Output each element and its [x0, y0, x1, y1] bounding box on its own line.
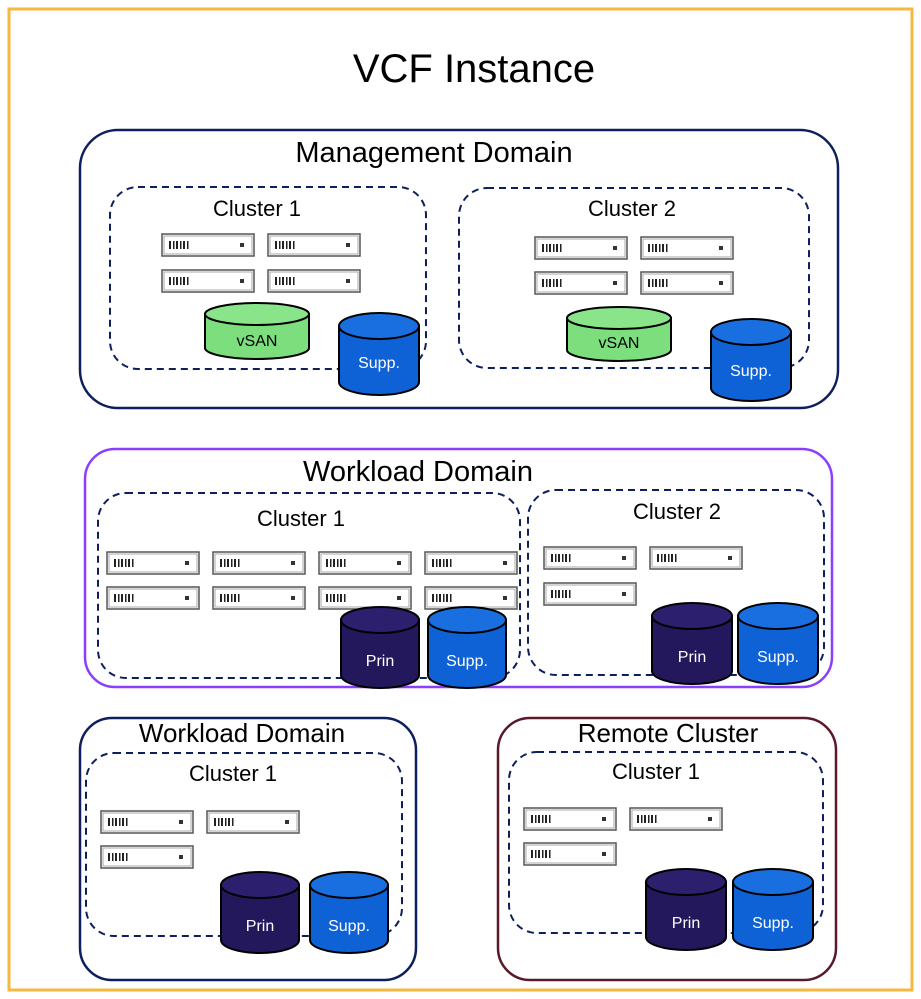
workload-2-cluster-1: Cluster 1 Prin Supp. [85, 752, 403, 954]
server-icon [106, 551, 200, 575]
cluster-title: Cluster 1 [189, 761, 277, 786]
server-icon [649, 546, 743, 570]
cluster-title: Cluster 1 [612, 759, 700, 784]
prin-label: Prin [678, 649, 706, 666]
supp-label: Supp. [446, 653, 488, 670]
cluster-title: Cluster 1 [213, 196, 301, 221]
vsan-datastore-icon: vSAN [204, 302, 310, 360]
principal-datastore-icon: Prin [220, 871, 300, 954]
workload-cluster-1: Cluster 1 Prin Supp. [97, 492, 521, 689]
server-icon [629, 807, 723, 831]
cluster-boundary [97, 492, 521, 679]
management-cluster-1: Cluster 1 vSAN Supp. [109, 186, 427, 396]
supplemental-datastore-icon: Supp. [710, 318, 792, 402]
server-icon [206, 810, 300, 834]
remote-cluster-title: Remote Cluster [578, 718, 759, 748]
server-icon [212, 551, 306, 575]
workload-cluster-2: Cluster 2 Prin Supp. [527, 489, 825, 685]
supp-label: Supp. [730, 363, 772, 380]
workload-domain-secondary: Workload Domain Cluster 1 Prin Supp. [78, 716, 418, 982]
supp-label: Supp. [757, 649, 799, 666]
server-icon [267, 233, 361, 257]
prin-label: Prin [672, 915, 700, 932]
supp-label: Supp. [328, 918, 370, 935]
server-icon [543, 546, 637, 570]
cluster-boundary [109, 186, 427, 370]
principal-datastore-icon: Prin [340, 606, 420, 689]
cluster-boundary [458, 187, 810, 369]
supplemental-datastore-icon: Supp. [737, 602, 819, 685]
supplemental-datastore-icon: Supp. [427, 606, 507, 689]
workload-domain-primary: Workload Domain Cluster 1 Prin Supp. [83, 447, 834, 689]
vsan-label: vSAN [237, 333, 278, 350]
remote-cluster-1: Cluster 1 Prin Supp. [508, 751, 824, 951]
server-icon [267, 269, 361, 293]
vsan-label: vSAN [599, 335, 640, 352]
server-icon [534, 236, 628, 260]
supplemental-datastore-icon: Supp. [732, 868, 814, 951]
server-icon [424, 551, 518, 575]
workload-domain-border [78, 716, 418, 982]
server-icon [161, 233, 255, 257]
management-cluster-2: Cluster 2 vSAN Supp. [458, 187, 810, 402]
server-icon [212, 586, 306, 610]
prin-label: Prin [246, 918, 274, 935]
server-icon [318, 586, 412, 610]
server-icon [523, 842, 617, 866]
server-icon [523, 807, 617, 831]
principal-datastore-icon: Prin [651, 602, 733, 685]
workload-domain-title: Workload Domain [303, 456, 533, 488]
workload-domain-title: Workload Domain [139, 718, 345, 748]
principal-datastore-icon: Prin [645, 868, 727, 951]
cluster-boundary [508, 751, 824, 934]
server-icon [106, 586, 200, 610]
server-icon [161, 269, 255, 293]
supp-label: Supp. [358, 355, 400, 372]
prin-label: Prin [366, 653, 394, 670]
supp-label: Supp. [752, 915, 794, 932]
server-icon [640, 271, 734, 295]
server-icon [424, 586, 518, 610]
supplemental-datastore-icon: Supp. [309, 871, 389, 954]
server-icon [640, 236, 734, 260]
server-icon [318, 551, 412, 575]
management-domain-border [78, 128, 840, 410]
instance-title: VCF Instance [353, 47, 595, 91]
remote-cluster-domain: Remote Cluster Cluster 1 Prin Supp. [496, 716, 838, 982]
cluster-title: Cluster 1 [257, 506, 345, 531]
server-icon [100, 845, 194, 869]
cluster-title: Cluster 2 [633, 499, 721, 524]
remote-cluster-border [496, 716, 838, 982]
server-icon [534, 271, 628, 295]
vsan-datastore-icon: vSAN [566, 306, 672, 362]
cluster-title: Cluster 2 [588, 196, 676, 221]
management-domain-title: Management Domain [295, 137, 572, 169]
supplemental-datastore-icon: Supp. [338, 312, 420, 396]
server-icon [100, 810, 194, 834]
management-domain: Management Domain Cluster 1 vSAN Supp. [78, 128, 840, 410]
server-icon [543, 582, 637, 606]
